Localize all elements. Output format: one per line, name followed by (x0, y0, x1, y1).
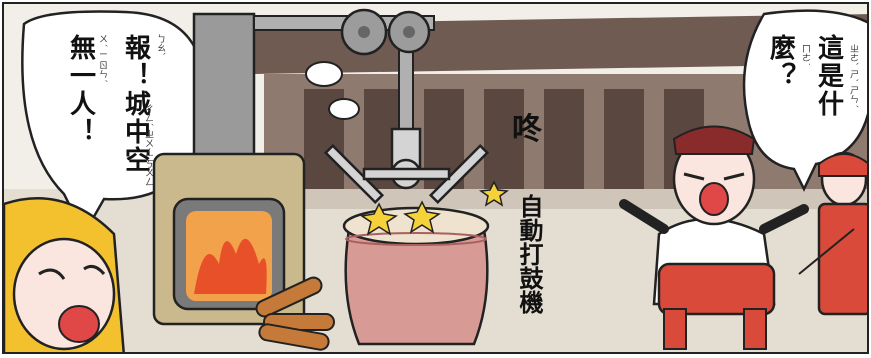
speech-right-line-1: 這是什 (813, 34, 844, 118)
steam-puffs (305, 61, 360, 120)
impact-stars (360, 180, 510, 236)
scene-illustration (4, 4, 867, 352)
furnace (152, 152, 306, 326)
gear-right (387, 10, 431, 54)
machine-caption: 自動打鼓機 (515, 194, 543, 314)
speech-left-ruby-1: ㄅㄠˋ (155, 34, 165, 57)
sound-effect: 咚 (512, 112, 542, 147)
messenger-character (4, 197, 125, 352)
speech-bubble-right (742, 9, 867, 192)
speech-right-ruby-1: ㄓㄜˋ ㄕˋ ㄕㄣˊ (848, 44, 858, 109)
general-character (619, 125, 809, 350)
speech-right-ruby-2: ㄇㄜ˙ (800, 44, 810, 67)
gear-left (340, 8, 388, 56)
speech-left-ruby-3: ㄨˊ ㄧ ㄖㄣˊ (97, 34, 107, 83)
speech-right-line-2: 麼？ (765, 34, 796, 90)
soldier-character (798, 151, 867, 316)
speech-left-line-2: 無一人！ (65, 34, 96, 146)
comic-panel: 報！城中空 無一人！ ㄅㄠˋ ㄔㄥˊ ㄓㄨㄥ ㄎㄨㄥ ㄨˊ ㄧ ㄖㄣˊ 這是什 … (2, 2, 869, 354)
speech-left-line-1: 報！城中空 (120, 34, 151, 174)
firewood-logs (255, 276, 335, 351)
drumstick-wheel (323, 127, 490, 205)
speech-left-ruby-2: ㄔㄥˊ ㄓㄨㄥ ㄎㄨㄥ (143, 104, 153, 187)
